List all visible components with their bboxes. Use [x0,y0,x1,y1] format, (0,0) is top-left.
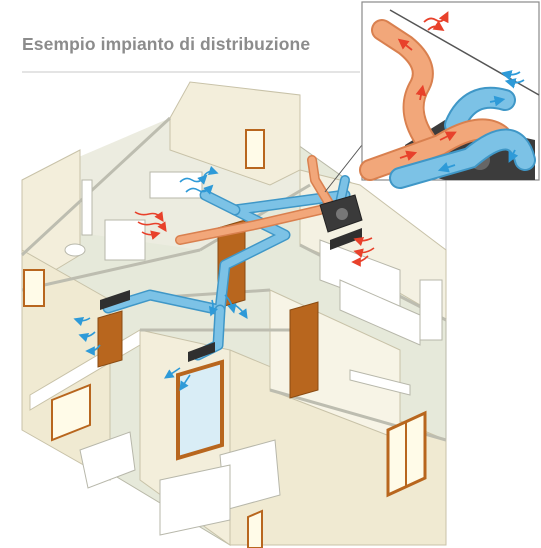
left-window [23,269,45,307]
living-glass-door [176,359,224,461]
table [159,464,231,536]
supply-grille-icon [100,228,362,362]
warm-airflow-arrows-icon [134,211,375,267]
cold-airflow-arrows-icon [73,165,248,391]
front-window-left [247,509,263,548]
detail-inset [359,1,540,189]
left-door [97,310,123,368]
living-window [51,383,91,442]
callout-line [324,144,363,193]
armchair [79,431,136,489]
shelf [349,369,411,396]
windows [23,129,427,548]
fridge [419,279,443,341]
furniture [64,171,443,536]
washbasin [104,219,146,261]
bedroom-window [245,129,265,169]
toilet [64,243,86,257]
page-title: Esempio impianto di distribuzione [22,34,311,54]
towel-rail [81,179,93,236]
kitchen-door [289,301,319,399]
bed [149,171,203,199]
kitchen-cabinets [339,279,421,346]
ventilation-unit-icon [319,194,363,233]
